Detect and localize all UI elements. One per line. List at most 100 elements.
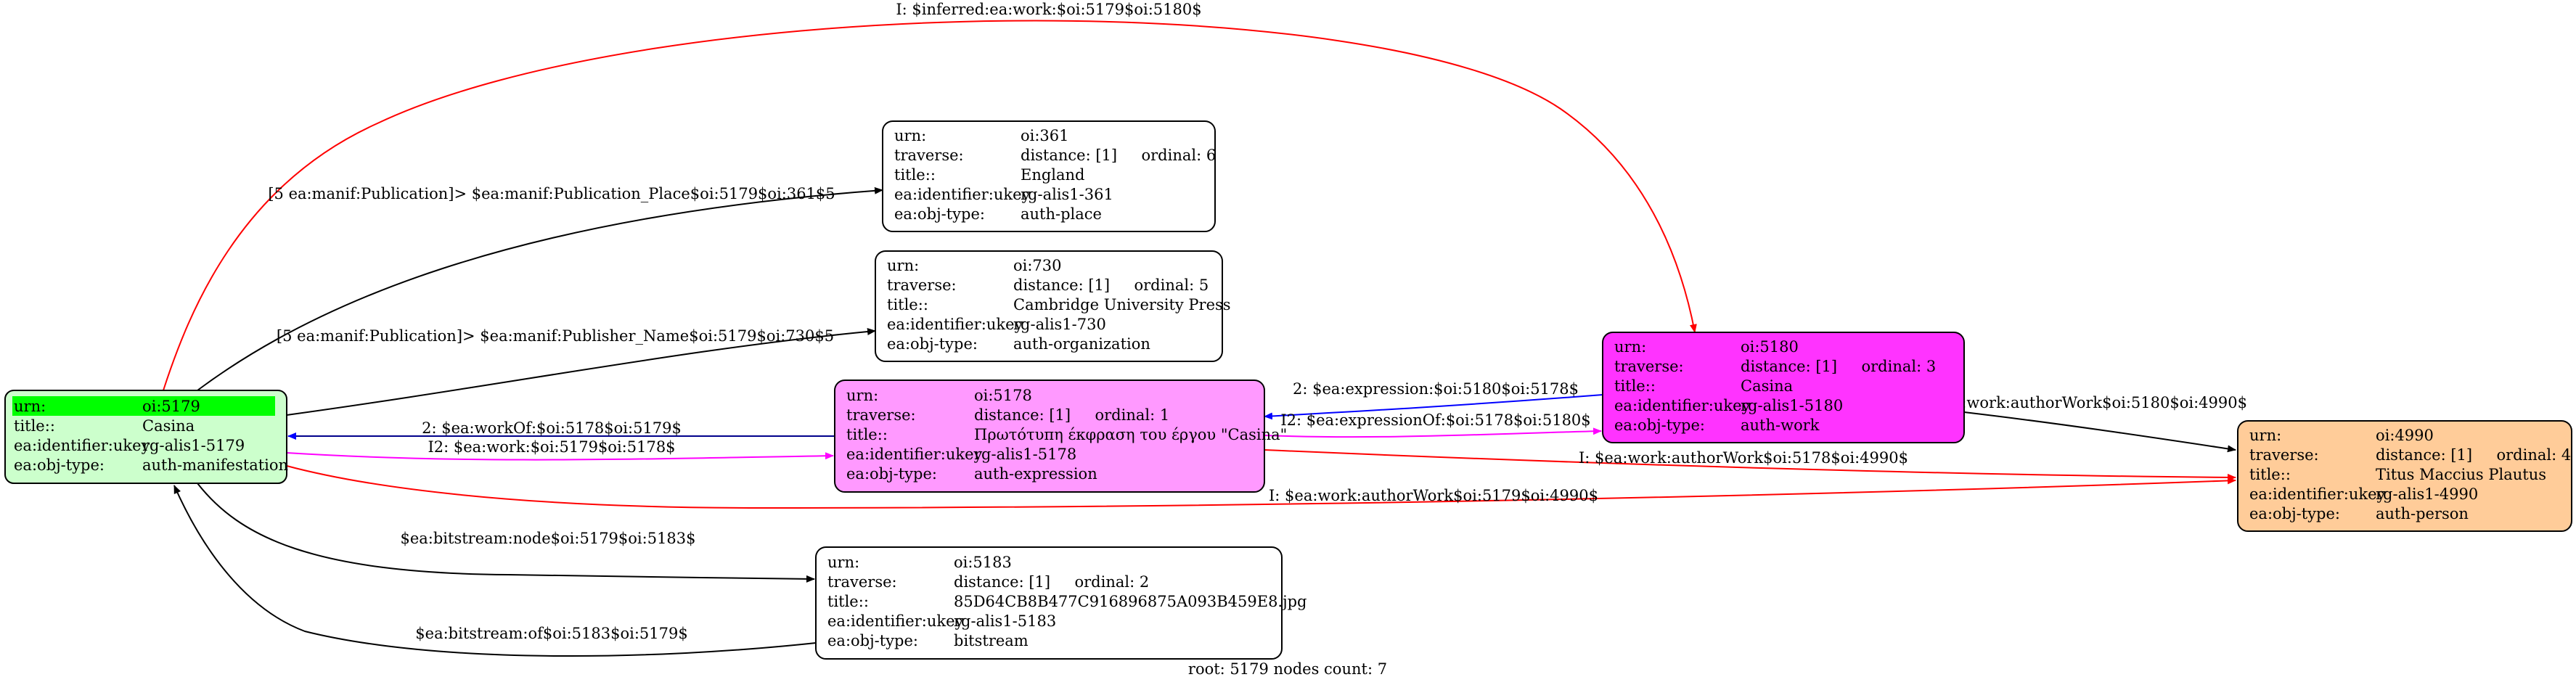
node-361-box: [882, 120, 1216, 232]
edge-author-work-5180: [1963, 411, 2236, 453]
node-730-val-0: oi:730: [1013, 257, 1062, 274]
node-5178-key-4: ea:obj-type:: [846, 465, 937, 483]
node-5180-val-1: distance: [1] ordinal: 3: [1741, 358, 1936, 375]
node-5178-key-2: title::: [846, 426, 888, 443]
node-5178-key-1: traverse:: [846, 406, 916, 424]
node-730-key-4: ea:obj-type:: [887, 335, 978, 353]
edge-bitstream-node: [197, 483, 815, 583]
node-5183-key-3: ea:identifier:ukey: [827, 612, 964, 630]
edge-label-author-work-5178: I: $ea:work:authorWork$oi:5178$oi:4990$: [1579, 449, 1908, 467]
graph-footer: root: 5179 nodes count: 7: [1188, 660, 1387, 678]
node-5183-val-0: oi:5183: [954, 554, 1012, 571]
node-5178-val-0: oi:5178: [974, 387, 1032, 404]
node-4990-val-0: oi:4990: [2376, 427, 2434, 444]
node-361-val-0: oi:361: [1021, 127, 1069, 144]
node-4990-val-4: auth-person: [2376, 505, 2469, 522]
node-5178-val-2: Πρωτότυπη έκφραση του έργου "Casina": [974, 426, 1287, 443]
node-5179-key-1: title::: [14, 417, 55, 435]
node-5178-val-4: auth-expression: [974, 465, 1097, 483]
node-5178-val-1: distance: [1] ordinal: 1: [974, 406, 1169, 424]
edge-label-work: I2: $ea:work:$oi:5179$oi:5178$: [428, 438, 675, 456]
node-361-val-4: auth-place: [1021, 205, 1102, 223]
node-5179[interactable]: urn: oi:5179 title:: Casina ea:identifie…: [4, 390, 288, 484]
edge-author-work-5179: [286, 465, 2236, 509]
node-5179-header-highlight: [12, 396, 275, 416]
node-5179-val-0: oi:5179: [142, 398, 200, 415]
node-4990-key-2: title::: [2249, 466, 2291, 483]
node-361-key-3: ea:identifier:ukey: [894, 186, 1031, 203]
edge-bitstream-of: [173, 485, 817, 657]
node-361-key-4: ea:obj-type:: [894, 205, 985, 223]
node-5180-val-0: oi:5180: [1741, 338, 1799, 356]
node-5183-key-2: title::: [827, 593, 869, 610]
node-5183-box: [815, 546, 1283, 660]
node-361-key-0: urn:: [894, 127, 926, 144]
node-4990-val-2: Titus Maccius Plautus: [2376, 466, 2546, 483]
node-5180-val-2: Casina: [1741, 377, 1793, 395]
node-5178-key-0: urn:: [846, 387, 878, 404]
node-361[interactable]: urn: oi:361 traverse: distance: [1] ordi…: [882, 120, 1216, 232]
edge-label-publisher-name: [5 ea:manif:Publication]> $ea:manif:Publ…: [277, 327, 834, 345]
node-5179-val-3: auth-manifestation: [142, 456, 288, 474]
edge-label-author-work-5179: I: $ea:work:authorWork$oi:5179$oi:4990$: [1269, 487, 1598, 504]
node-730-key-3: ea:identifier:ukey: [887, 316, 1023, 333]
node-5179-key-0: urn:: [14, 398, 46, 415]
node-4990-key-0: urn:: [2249, 427, 2281, 444]
edge-label-author-work-5180: $ea:work:authorWork$oi:5180$oi:4990$: [1934, 394, 2247, 411]
edge-label-inferred-work: I: $inferred:ea:work:$oi:5179$oi:5180$: [896, 1, 1201, 18]
node-5179-key-2: ea:identifier:ukey: [14, 437, 150, 454]
node-5180-box: [1602, 332, 1965, 443]
node-730-val-3: rg-alis1-730: [1013, 316, 1106, 333]
edge-label-bitstream-node: $ea:bitstream:node$oi:5179$oi:5183$: [400, 530, 695, 547]
node-5180-key-2: title::: [1614, 377, 1656, 395]
node-5180-key-4: ea:obj-type:: [1614, 417, 1705, 434]
node-5180-val-3: rg-alis1-5180: [1741, 397, 1843, 414]
edge-label-bitstream-of: $ea:bitstream:of$oi:5183$oi:5179$: [415, 625, 687, 642]
node-361-val-1: distance: [1] ordinal: 6: [1021, 147, 1216, 164]
node-4990-val-1: distance: [1] ordinal: 4: [2376, 446, 2571, 464]
node-5180-key-3: ea:identifier:ukey: [1614, 397, 1751, 414]
node-5180-val-4: auth-work: [1741, 417, 1820, 434]
node-5183-key-0: urn:: [827, 554, 859, 571]
node-730-key-1: traverse:: [887, 276, 957, 294]
node-4990-val-3: rg-alis1-4990: [2376, 485, 2478, 503]
edge-publisher-name: [286, 328, 876, 416]
edge-work: [286, 452, 834, 461]
node-5183-val-3: rg-alis1-5183: [954, 612, 1056, 630]
edge-expression: [1264, 394, 1603, 420]
node-5180-key-1: traverse:: [1614, 358, 1684, 375]
node-4990-box: [2237, 420, 2572, 532]
node-5179-val-2: rg-alis1-5179: [142, 437, 245, 454]
edge-expression-of: [1264, 427, 1602, 438]
node-5178-key-3: ea:identifier:ukey: [846, 446, 983, 463]
node-4990[interactable]: urn: oi:4990 traverse: distance: [1] ord…: [2237, 420, 2572, 532]
node-5183-val-2: 85D64CB8B477C916896875A093B459E8.jpg: [954, 593, 1307, 610]
node-361-val-3: rg-alis1-361: [1021, 186, 1113, 203]
node-5180[interactable]: urn: oi:5180 traverse: distance: [1] ord…: [1602, 332, 1965, 443]
node-730-val-2: Cambridge University Press: [1013, 296, 1231, 313]
node-730-val-1: distance: [1] ordinal: 5: [1013, 276, 1209, 294]
node-730-val-4: auth-organization: [1013, 335, 1150, 353]
node-5183-val-4: bitstream: [954, 632, 1029, 649]
node-730[interactable]: urn: oi:730 traverse: distance: [1] ordi…: [875, 250, 1231, 362]
node-5183-key-4: ea:obj-type:: [827, 632, 918, 649]
node-5178[interactable]: urn: oi:5178 traverse: distance: [1] ord…: [834, 380, 1287, 493]
node-361-key-1: traverse:: [894, 147, 964, 164]
node-730-key-0: urn:: [887, 257, 919, 274]
edge-label-publication-place: [5 ea:manif:Publication]> $ea:manif:Publ…: [268, 185, 835, 202]
node-361-val-2: England: [1021, 166, 1085, 184]
node-5183-val-1: distance: [1] ordinal: 2: [954, 573, 1149, 591]
edge-label-expression-of: I2: $ea:expressionOf:$oi:5178$oi:5180$: [1280, 411, 1590, 429]
node-730-box: [875, 250, 1223, 362]
node-5180-key-0: urn:: [1614, 338, 1646, 356]
edges: I: $inferred:ea:work:$oi:5179$oi:5180$ […: [163, 1, 2247, 657]
node-4990-key-3: ea:identifier:ukey: [2249, 485, 2386, 503]
node-5183[interactable]: urn: oi:5183 traverse: distance: [1] ord…: [815, 546, 1307, 660]
node-4990-key-1: traverse:: [2249, 446, 2319, 464]
node-5178-val-3: rg-alis1-5178: [974, 446, 1076, 463]
node-5178-box: [834, 380, 1265, 493]
edge-label-expression: 2: $ea:expression:$oi:5180$oi:5178$: [1293, 380, 1579, 398]
edge-publication-place: [197, 186, 883, 391]
edge-author-work-5178: [1264, 449, 2236, 481]
